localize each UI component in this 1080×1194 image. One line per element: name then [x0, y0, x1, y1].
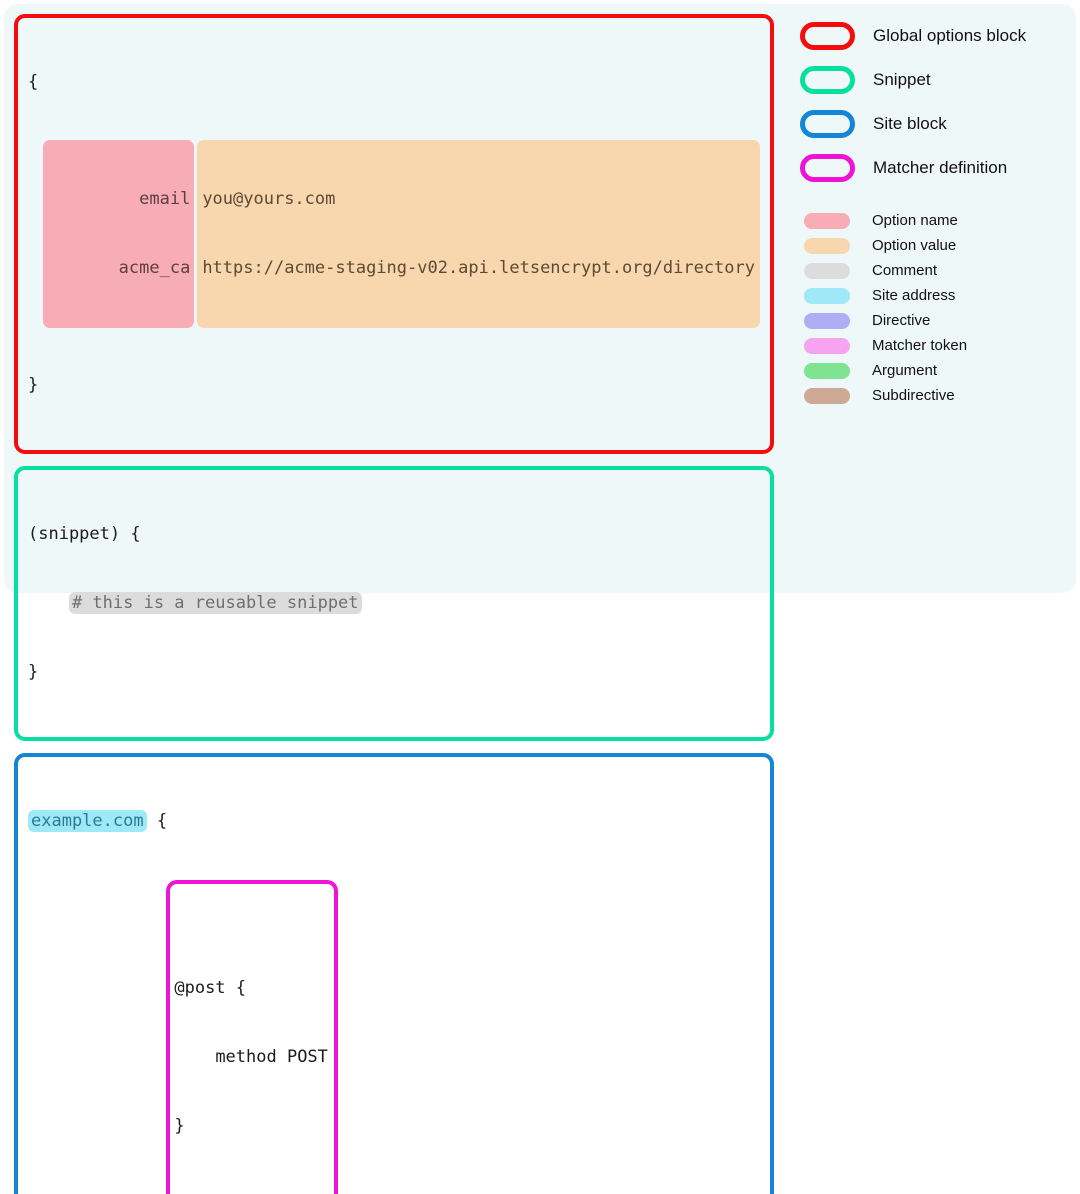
legend-label: Comment — [872, 262, 938, 279]
matcher-definition-block: @post { method POST } — [166, 880, 338, 1194]
legend-label: Matcher definition — [873, 158, 1008, 177]
outline-pill-icon — [800, 154, 855, 182]
site-address-token: example.com — [28, 810, 147, 832]
legend-label: Option value — [872, 237, 957, 254]
legend-item-global-options-block: Global options block — [800, 14, 1066, 58]
matcher-def-name: @post — [174, 978, 226, 998]
color-swatch-icon — [804, 287, 850, 304]
legend-item-site-block: Site block — [800, 102, 1066, 146]
color-swatch-icon — [804, 387, 850, 404]
legend-label: Snippet — [873, 70, 931, 89]
snippet-block: (snippet) { # this is a reusable snippet… — [14, 466, 774, 741]
color-swatch-icon — [804, 362, 850, 379]
site-address-line: example.com { — [28, 810, 760, 833]
option-value-pill: you@yours.com https://acme-staging-v02.a… — [197, 140, 760, 328]
legend-item-option-value: Option value — [800, 233, 1066, 258]
code-column: { email acme_ca you@yours.com https://ac… — [14, 14, 774, 1194]
matcher-def-body: method POST — [174, 1046, 328, 1069]
legend-label: Global options block — [873, 26, 1027, 45]
site-open-brace: { — [156, 811, 168, 831]
legend-item-option-name: Option name — [800, 208, 1066, 233]
indent-spacer — [28, 140, 43, 163]
outline-pill-icon — [800, 110, 855, 138]
color-swatch-icon — [804, 262, 850, 279]
legend-label: Site block — [873, 114, 947, 133]
snippet-header: (snippet) { — [28, 524, 141, 544]
legend-item-argument: Argument — [800, 358, 1066, 383]
snippet-comment-line: # this is a reusable snippet — [28, 592, 760, 615]
color-swatch-icon — [804, 212, 850, 229]
legend-label: Matcher token — [872, 337, 968, 354]
color-swatch-icon — [804, 312, 850, 329]
option-name-pill: email acme_ca — [43, 140, 195, 328]
matcher-def-body-text: method POST — [215, 1047, 328, 1067]
caddyfile-structure-diagram: { email acme_ca you@yours.com https://ac… — [4, 4, 1076, 1194]
color-swatch-icon — [804, 237, 850, 254]
global-open-brace: { — [28, 72, 39, 92]
legend-item-site-address: Site address — [800, 283, 1066, 308]
legend-item-snippet: Snippet — [800, 58, 1066, 102]
legend-item-directive: Directive — [800, 308, 1066, 333]
site-block-example-com: example.com { @post { method POST } reve… — [14, 753, 774, 1194]
color-swatch-icon — [804, 337, 850, 354]
outline-pill-icon — [800, 66, 855, 94]
global-options-rows: email acme_ca you@yours.com https://acme… — [28, 140, 760, 328]
legend-item-matcher-token: Matcher token — [800, 333, 1066, 358]
global-close-brace: } — [28, 375, 39, 395]
legend-item-comment: Comment — [800, 258, 1066, 283]
comment-token: # this is a reusable snippet — [68, 592, 362, 614]
option-value-acme-ca: https://acme-staging-v02.api.letsencrypt… — [202, 258, 755, 278]
option-name-email: email — [139, 189, 191, 209]
legend-label: Option name — [872, 212, 958, 229]
legend-column: Global options block Snippet Site block … — [800, 14, 1066, 408]
legend-label: Directive — [872, 312, 931, 329]
option-name-acme-ca: acme_ca — [118, 258, 191, 278]
legend-swatch-group: Option name Option value Comment Site ad… — [800, 208, 1066, 408]
option-value-email: you@yours.com — [202, 189, 336, 209]
legend-label: Argument — [872, 362, 938, 379]
global-options-block: { email acme_ca you@yours.com https://ac… — [14, 14, 774, 454]
snippet-close-brace: } — [28, 662, 39, 682]
matcher-def-open-brace: { — [235, 978, 247, 998]
legend-label: Site address — [872, 287, 956, 304]
matcher-def-header: @post { — [174, 977, 328, 1000]
legend-item-matcher-definition: Matcher definition — [800, 146, 1066, 190]
legend-label: Subdirective — [872, 387, 955, 404]
outline-pill-icon — [800, 22, 855, 50]
legend-item-subdirective: Subdirective — [800, 383, 1066, 408]
matcher-def-close-brace: } — [174, 1116, 185, 1136]
legend-outline-group: Global options block Snippet Site block … — [800, 14, 1066, 190]
